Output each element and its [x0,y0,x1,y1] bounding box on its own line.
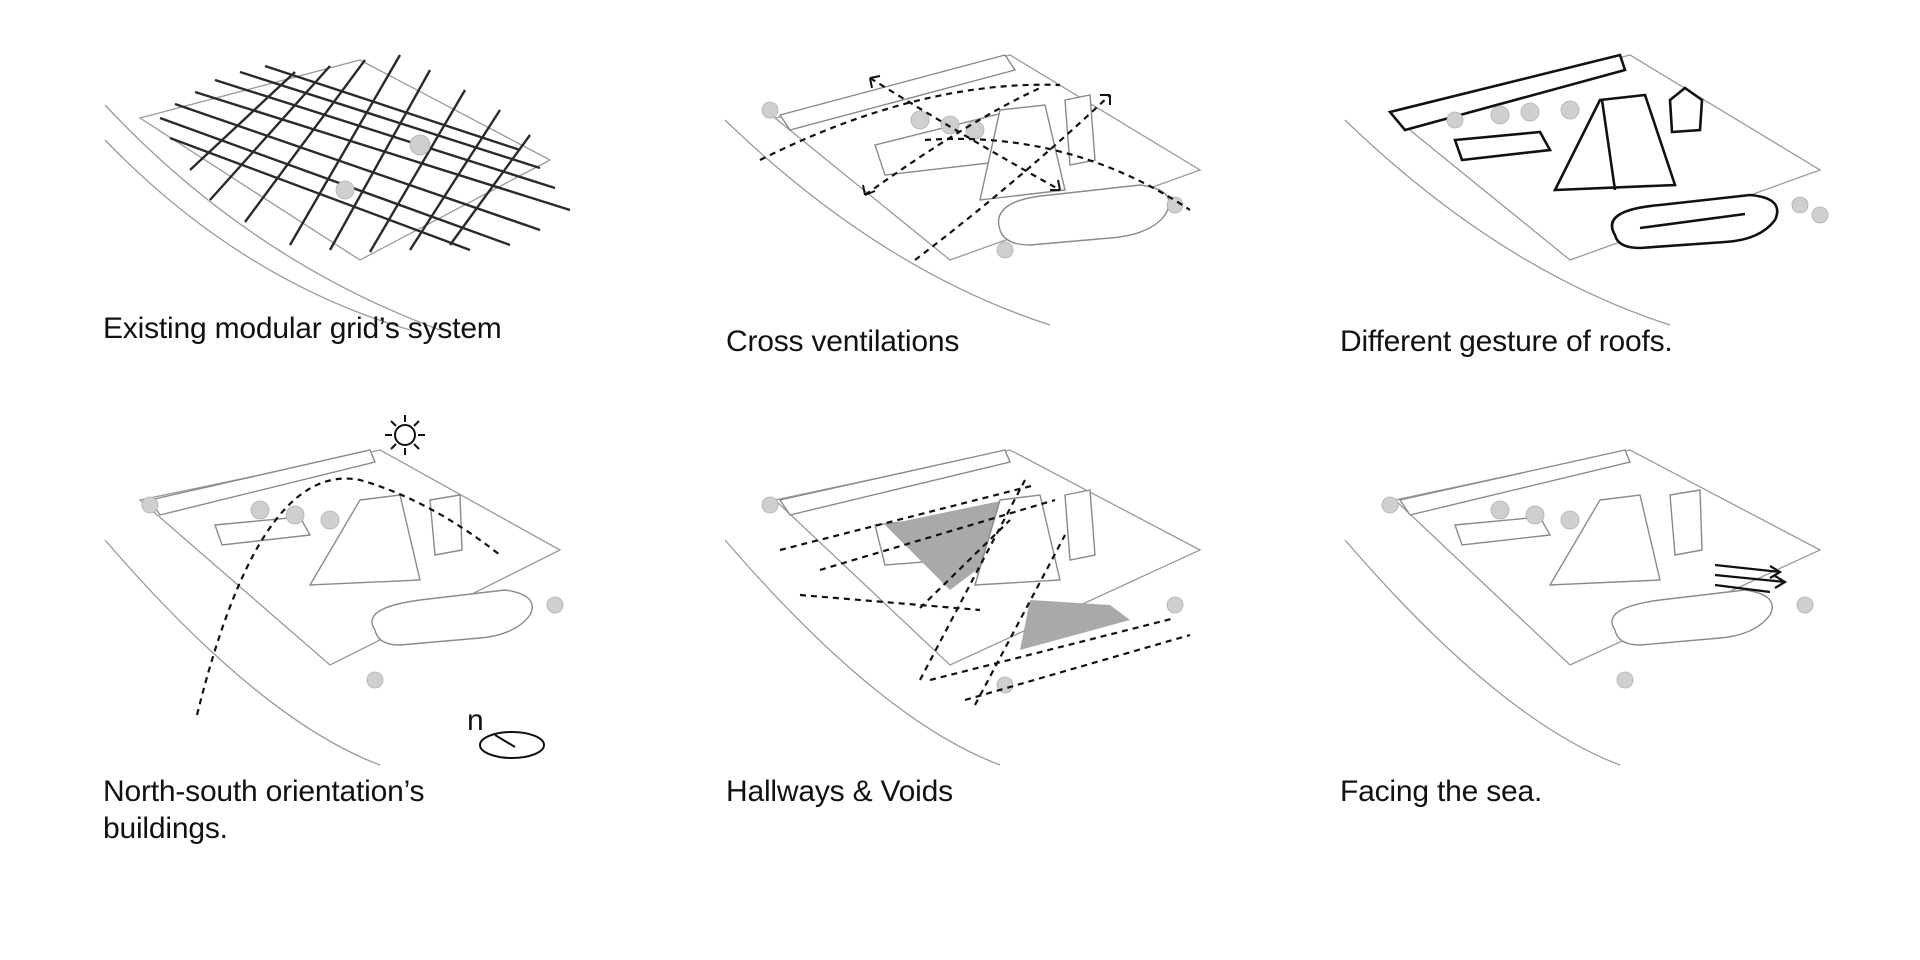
modular-grid [159,54,571,253]
caption-ventilation: Cross ventilations [726,323,959,360]
trees [1446,100,1829,224]
airflow-arrow [869,77,1061,191]
trees [761,496,1184,694]
orientation-diagram: n [104,415,564,766]
hallway-line [819,498,1056,572]
panel-orientation: n North-south orientation’s buildings. [0,415,640,960]
site-edge [1344,539,1621,766]
pyramid-roof [308,494,421,586]
panel-ventilation: Cross ventilations [620,0,1260,480]
caption-voids: Hallways & Voids [726,773,953,810]
sea-diagram [1344,449,1822,766]
north-label: n [467,704,484,737]
caption-line: buildings. [103,812,228,845]
airflow-line [924,137,1191,211]
site-edge [1344,119,1671,326]
sea-arrows-icon [1714,563,1788,594]
ventilation-diagram [724,54,1202,326]
low-building [1454,516,1552,546]
long-roof [1387,53,1627,132]
panel-roofs: Different gesture of roofs. [1240,0,1920,480]
caption-line: Different gesture of roofs. [1340,325,1673,358]
north-compass-icon [479,731,545,759]
trees [1381,496,1814,689]
hallway-line [919,519,1011,609]
hallway-line [799,593,981,612]
caption-orientation: North-south orientation’s buildings. [103,773,424,847]
low-roof [1453,130,1553,162]
long-roof [1398,449,1631,516]
site-edge [724,539,1001,766]
airflow-arrow [864,86,1041,196]
trees [141,496,564,689]
low-building [214,516,312,546]
caption-line: Existing modular grid’s system [103,312,502,345]
tower-roof [1668,86,1704,134]
airflow-line [759,83,1061,161]
hallway-line [919,479,1026,681]
caption-line: Hallways & Voids [726,775,953,808]
caption-line: Facing the sea. [1340,775,1543,808]
hallway-line [929,616,1176,682]
long-roof [778,449,1011,516]
site-edge [724,119,1051,326]
pyramid-roof [1552,93,1677,192]
pyramid-roof [979,104,1066,201]
roofs-diagram [1344,53,1829,326]
arrowhead-icon [1050,179,1061,191]
oval-building [371,589,533,646]
void-area [885,500,1005,590]
airflow-arrow [914,94,1111,261]
arrowhead-icon [869,75,881,89]
caption-line: North-south orientation’s [103,775,425,808]
pyramid-roof [1548,494,1661,586]
panel-sea: Facing the sea. [1240,440,1920,960]
voids-diagram [724,449,1202,766]
tree-icon [335,180,355,200]
panel-voids: Hallways & Voids [620,440,1260,960]
tower [1669,489,1703,556]
sun-icon [385,415,425,455]
site-edge [104,539,381,766]
hallway-line [964,633,1191,702]
sun-path [195,477,501,716]
pyramid-roof [974,494,1061,586]
pyramid-ridge [1600,99,1617,191]
void-area [1020,600,1130,650]
panel-grid: Existing modular grid’s system [0,0,640,480]
oval-roof-inner [1639,212,1746,230]
site-edge [104,104,441,331]
caption-grid: Existing modular grid’s system [103,310,502,347]
arrowhead-icon [1100,94,1111,105]
site-edge-inner [104,139,411,331]
arrowhead-icon [862,184,876,196]
tower [1064,489,1096,561]
long-roof [778,54,1017,131]
tower [1064,94,1096,166]
caption-sea: Facing the sea. [1340,773,1542,810]
tower [429,494,463,556]
grid-diagram [104,54,571,331]
caption-roofs: Different gesture of roofs. [1340,323,1673,360]
tree-icon [409,134,431,156]
oval-building [998,184,1170,246]
caption-line: Cross ventilations [726,325,960,358]
oval-building [1611,589,1773,646]
